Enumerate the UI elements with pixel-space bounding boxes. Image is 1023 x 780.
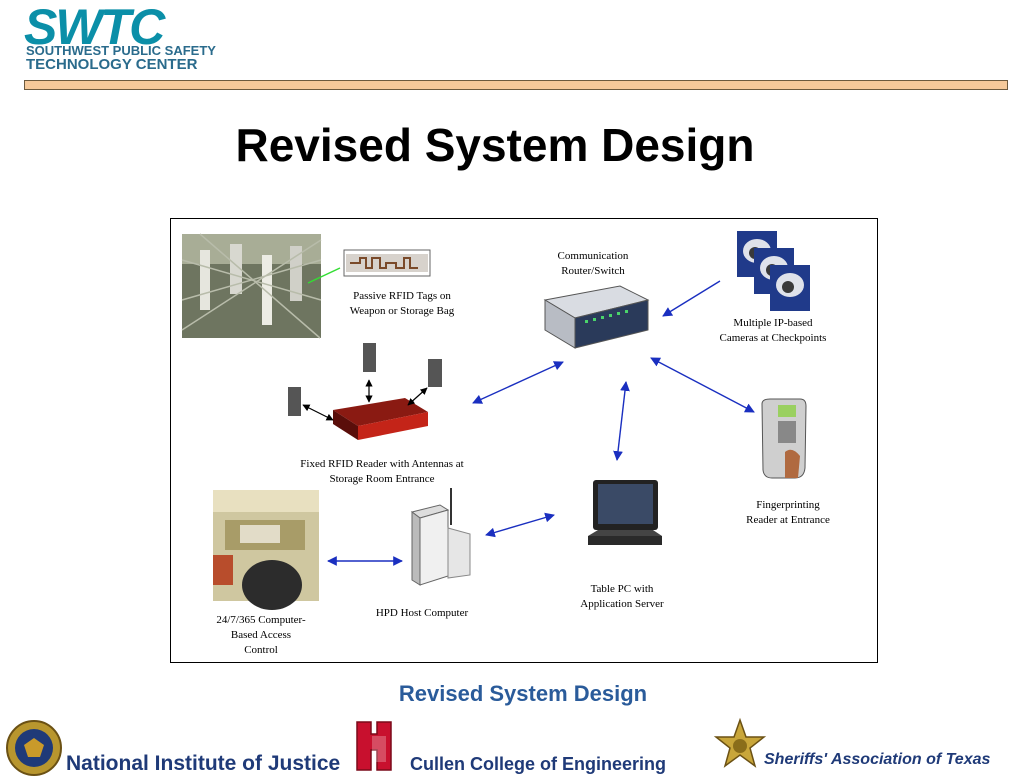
footer-cullen: Cullen College of Engineering [410,754,667,774]
label-cameras-line1: Multiple IP-based [733,317,813,329]
label-tablet-line1: Table PC with [590,583,654,595]
tablet-pc-icon [588,480,662,545]
label-access-control: 24/7/365 Computer- Based Access Control [200,613,322,658]
arrow-router-fingerprint [650,357,755,413]
arrow-router-tablet [613,381,630,461]
label-router: Communication Router/Switch [523,249,663,279]
label-cameras: Multiple IP-based Cameras at Checkpoints [698,316,848,346]
footer-nij: National Institute of Justice [66,752,341,775]
antenna-link-left [302,404,334,421]
antenna-link-right [407,387,428,406]
page-title: Revised System Design [235,119,755,171]
arrow-hpd-tablet [485,512,555,538]
label-fingerprint: Fingerprinting Reader at Entrance [728,498,848,528]
label-hpd-host: HPD Host Computer [362,606,482,621]
storage-room-photo [181,233,322,339]
label-rfid-reader-line2: Storage Room Entrance [329,473,435,485]
label-router-line1: Communication [557,250,629,262]
label-access-control-line3: Control [244,644,278,656]
rfid-reader-icon [333,398,428,440]
hpd-host-icon [410,488,471,586]
nij-seal-icon [6,720,62,776]
diagram-caption: Revised System Design [398,681,648,706]
antenna-icons [288,343,442,416]
arrow-router-rfid-reader [472,361,564,404]
label-access-control-line2: Based Access [230,629,292,641]
label-fingerprint-line1: Fingerprinting [756,499,820,511]
label-tablet-line2: Application Server [580,598,664,610]
logo-subtitle-line2: TECHNOLOGY CENTER [26,56,198,73]
arrow-cameras-router [662,280,721,317]
access-control-photo [213,490,319,610]
label-router-line2: Router/Switch [561,265,625,277]
label-fingerprint-line2: Reader at Entrance [746,514,830,526]
router-icon [543,285,650,349]
footer-sheriffs: Sheriffs' Association of Texas [764,751,991,768]
uh-logo-icon [356,721,392,771]
logo-subtitle-line1: SOUTHWEST PUBLIC SAFETY [26,43,216,58]
rfid-tag-icon [343,249,431,277]
camera-icons [737,231,810,311]
label-rfid-tags-line2: Weapon or Storage Bag [349,305,455,317]
title-divider-bar [24,80,1008,90]
label-hpd-host-line1: HPD Host Computer [375,607,469,619]
label-tablet: Table PC with Application Server [560,582,684,612]
fingerprint-reader-icon [761,398,807,479]
label-cameras-line2: Cameras at Checkpoints [719,332,827,344]
label-rfid-reader: Fixed RFID Reader with Antennas at Stora… [272,457,492,487]
swtc-logo: SWTC [24,0,165,55]
label-rfid-reader-line1: Fixed RFID Reader with Antennas at [300,458,464,470]
label-rfid-tags-line1: Passive RFID Tags on [353,290,451,302]
sheriff-star-icon [713,717,767,768]
label-access-control-line1: 24/7/365 Computer- [216,614,306,626]
tag-pointer-line [307,267,341,284]
label-rfid-tags: Passive RFID Tags on Weapon or Storage B… [322,289,482,319]
